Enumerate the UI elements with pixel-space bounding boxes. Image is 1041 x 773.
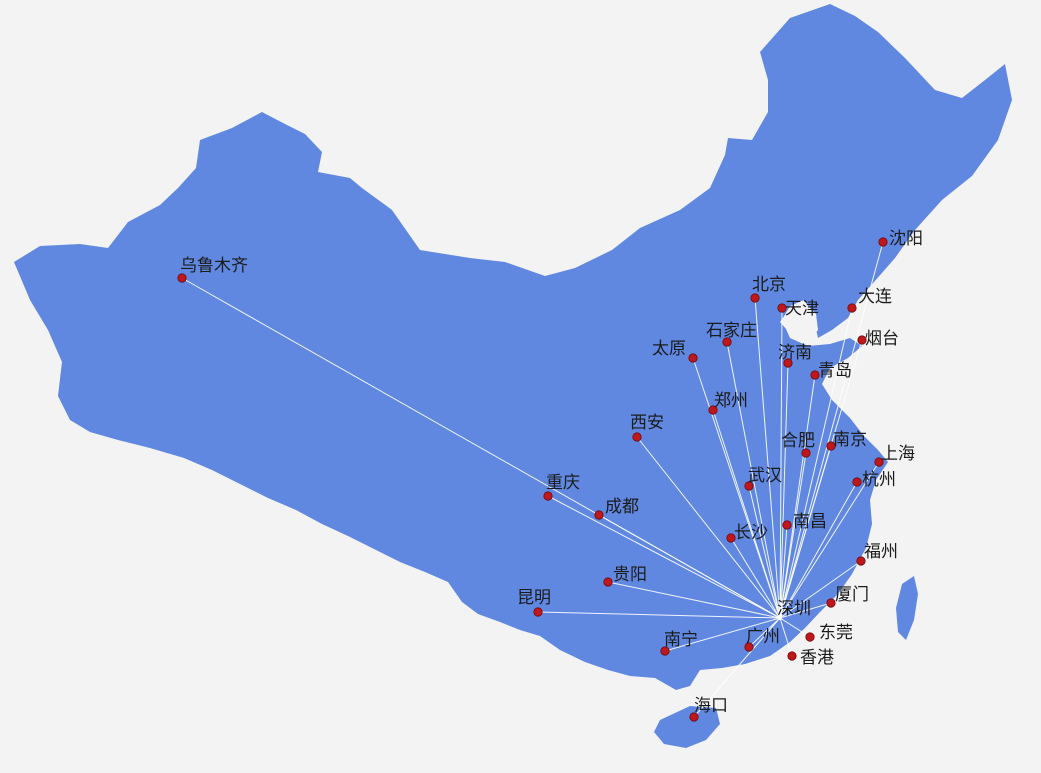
city-labels: 乌鲁木齐 沈阳大连 北京天津烟台 石家庄太原 济南青岛郑州西安合肥南京上海杭州 武汉 重庆成…	[180, 229, 923, 716]
route-line-hangzhou	[779, 481, 858, 619]
city-label-yantai: 烟台	[865, 329, 899, 349]
route-line-qingdao	[779, 374, 816, 619]
city-marker-hongkong	[787, 651, 797, 661]
city-marker-wuhan	[744, 481, 754, 491]
city-marker-yantai	[857, 335, 867, 345]
route-line-dalian	[779, 307, 853, 619]
route-line-shanghai	[779, 461, 880, 619]
city-marker-nanchang	[782, 520, 792, 530]
hub-marker-shenzhen	[778, 616, 782, 620]
city-marker-taiyuan	[688, 353, 698, 363]
city-marker-chongqing	[543, 491, 553, 501]
city-label-beijing: 北京	[752, 275, 786, 295]
city-label-jinan: 济南	[778, 343, 812, 363]
city-label-zhengzhou: 郑州	[714, 391, 748, 411]
city-label-qingdao: 青岛	[818, 361, 852, 381]
hainan-island-shape	[654, 706, 720, 748]
city-label-tianjin: 天津	[785, 299, 819, 319]
mainland-china-shape	[14, 4, 1012, 690]
route-line-tianjin	[779, 307, 783, 619]
city-marker-nanning	[660, 646, 670, 656]
city-marker-haikou	[689, 712, 699, 722]
route-line-kunming	[537, 611, 781, 619]
route-line-nanchang	[779, 524, 788, 619]
city-label-changsha: 长沙	[734, 523, 768, 543]
city-label-nanning: 南宁	[664, 630, 698, 650]
city-marker-beijing	[750, 293, 760, 303]
city-label-shenyang: 沈阳	[889, 229, 923, 249]
route-line-chengdu	[598, 514, 781, 619]
city-label-taiyuan: 太原	[652, 339, 686, 359]
city-marker-chengdu	[594, 510, 604, 520]
route-line-guiyang	[607, 581, 781, 619]
taiwan-island-shape	[896, 576, 918, 640]
city-label-kunming: 昆明	[517, 588, 551, 608]
city-marker-guangzhou	[744, 642, 754, 652]
route-line-dongguan	[779, 617, 811, 638]
city-label-wuhan: 武汉	[748, 466, 782, 486]
route-line-xiamen	[779, 602, 832, 619]
city-marker-guiyang	[603, 577, 613, 587]
route-lines	[181, 241, 884, 718]
city-marker-shenyang	[878, 237, 888, 247]
city-label-nanjing: 南京	[833, 430, 867, 450]
city-label-xiamen: 厦门	[835, 585, 869, 605]
route-line-fuzhou	[779, 560, 862, 619]
city-marker-jinan	[783, 358, 793, 368]
city-marker-qingdao	[810, 370, 820, 380]
city-label-haikou: 海口	[694, 696, 728, 716]
city-label-xian: 西安	[630, 413, 664, 433]
route-line-nanning	[664, 617, 781, 652]
city-label-guangzhou: 广州	[746, 627, 780, 647]
route-line-shijiazhuang	[726, 341, 781, 619]
city-label-hangzhou: 杭州	[862, 470, 896, 490]
city-label-hongkong: 香港	[800, 648, 834, 668]
city-marker-zhengzhou	[708, 405, 718, 415]
city-label-hefei: 合肥	[781, 431, 815, 451]
bohai-bay-shape	[780, 304, 818, 340]
city-label-chongqing: 重庆	[546, 473, 580, 493]
city-marker-dalian	[847, 303, 857, 313]
city-label-nanchang: 南昌	[793, 512, 827, 532]
city-label-urumqi: 乌鲁木齐	[180, 256, 248, 276]
route-line-wuhan	[748, 485, 781, 619]
city-marker-tianjin	[777, 303, 787, 313]
route-line-xian	[636, 436, 781, 619]
city-label-dongguan: 东莞	[819, 623, 853, 643]
city-label-dalian: 大连	[858, 287, 892, 307]
city-marker-hangzhou	[852, 477, 862, 487]
route-line-shenyang	[779, 241, 884, 619]
route-line-haikou	[693, 617, 781, 718]
route-line-hongkong	[779, 617, 793, 657]
city-marker-dongguan	[805, 632, 815, 642]
city-marker-urumqi	[177, 273, 187, 283]
route-line-chongqing	[547, 495, 781, 619]
city-marker-fuzhou	[856, 556, 866, 566]
city-marker-changsha	[726, 533, 736, 543]
city-marker-xiamen	[826, 598, 836, 608]
city-label-shanghai: 上海	[881, 444, 915, 464]
city-label-guiyang: 贵阳	[613, 565, 647, 585]
city-label-chengdu: 成都	[605, 497, 639, 517]
city-label-fuzhou: 福州	[864, 542, 898, 562]
city-label-shijiazhuang: 石家庄	[706, 321, 757, 341]
city-marker-shanghai	[874, 457, 884, 467]
city-marker-hefei	[801, 448, 811, 458]
city-label-shenzhen: 深圳	[777, 599, 811, 619]
route-line-beijing	[754, 297, 781, 619]
route-line-nanjing	[779, 445, 832, 619]
route-line-guangzhou	[748, 617, 781, 648]
city-marker-kunming	[533, 607, 543, 617]
city-marker-xian	[632, 432, 642, 442]
route-line-taiyuan	[692, 357, 781, 619]
route-line-hefei	[779, 452, 807, 619]
city-markers	[177, 237, 888, 722]
route-line-jinan	[779, 362, 789, 619]
city-marker-shijiazhuang	[722, 337, 732, 347]
route-line-changsha	[730, 537, 781, 619]
city-marker-nanjing	[826, 441, 836, 451]
route-line-zhengzhou	[712, 409, 781, 619]
